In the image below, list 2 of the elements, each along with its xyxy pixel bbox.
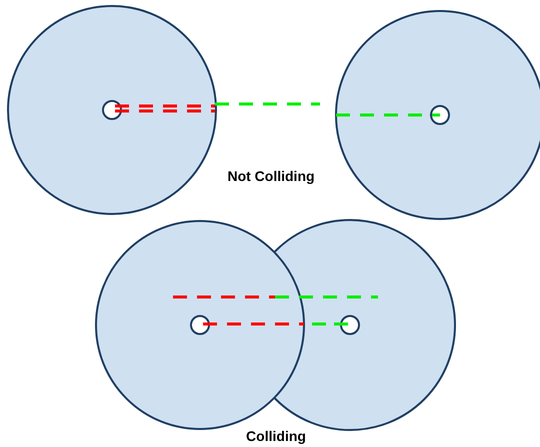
- caption-label: Colliding: [246, 428, 306, 444]
- caption-label: Not Colliding: [227, 168, 315, 184]
